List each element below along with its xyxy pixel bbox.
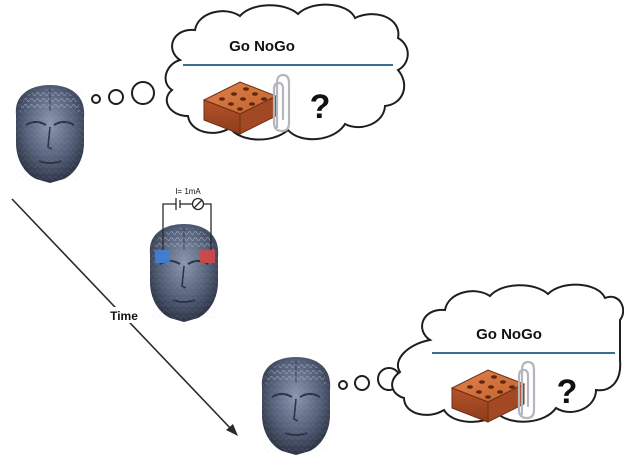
thought-bubbles-1 (91, 81, 155, 105)
thought-cloud-2: Go NoGo ? (391, 283, 624, 423)
current-label: I= 1mA (175, 187, 201, 196)
head-2 (260, 356, 332, 456)
question-mark-2: ? (557, 373, 578, 411)
thought-cloud-1: Go NoGo ? (164, 3, 409, 141)
task-title-2: Go NoGo (476, 326, 542, 343)
head-stimulated (148, 223, 220, 323)
cathode-electrode (200, 250, 215, 263)
time-label: Time (110, 309, 138, 323)
thought-bubbles-2 (338, 367, 401, 391)
anode-electrode (155, 250, 170, 263)
task-title: Go NoGo (229, 38, 295, 55)
head-1 (14, 84, 86, 184)
tdcs-circuit (162, 197, 212, 250)
time-label-bg (106, 307, 142, 323)
question-mark: ? (310, 88, 331, 126)
